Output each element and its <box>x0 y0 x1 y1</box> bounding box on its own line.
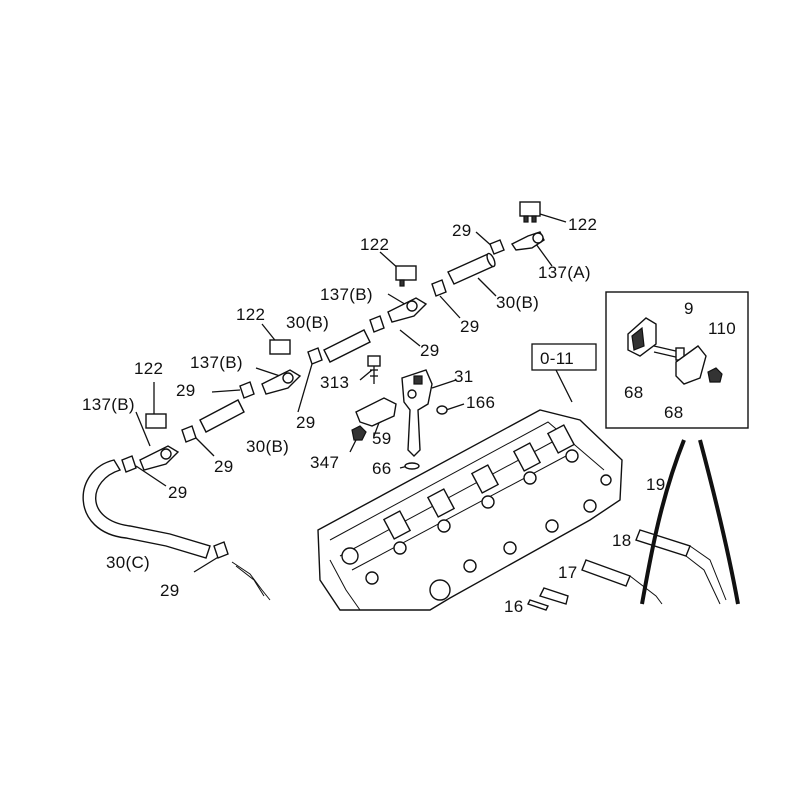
hose-30c <box>82 459 211 559</box>
label-313: 313 <box>320 373 349 392</box>
label-137b-b: 137(B) <box>190 353 243 372</box>
label-347: 347 <box>310 453 339 472</box>
bolt-18 <box>581 559 631 587</box>
label-68-a: 68 <box>624 383 644 402</box>
label-59: 59 <box>372 429 392 448</box>
bolt-19 <box>635 529 691 557</box>
label-110: 110 <box>708 319 736 338</box>
label-137b-c: 137(B) <box>82 395 135 414</box>
nut-347 <box>351 425 367 441</box>
label-29-b: 29 <box>460 317 480 336</box>
label-122-b: 122 <box>360 235 389 254</box>
label-29-f: 29 <box>214 457 234 476</box>
label-17: 17 <box>558 563 578 582</box>
hose-30b-b <box>323 329 371 363</box>
label-122-a: 122 <box>568 215 597 234</box>
label-29-a: 29 <box>452 221 472 240</box>
clamp-59 <box>355 397 397 427</box>
clip-29-f <box>181 425 197 443</box>
nut-110 <box>707 367 723 383</box>
label-16: 16 <box>504 597 524 616</box>
label-9: 9 <box>684 299 694 318</box>
label-30b-b: 30(B) <box>286 313 329 332</box>
label-30c: 30(C) <box>106 553 150 572</box>
bolt-17 <box>539 587 569 605</box>
label-29-h: 29 <box>160 581 180 600</box>
detail-inset <box>605 291 749 429</box>
connector-122-c <box>269 339 291 355</box>
hose-30b-c <box>199 399 245 433</box>
clip-29-c <box>369 315 385 333</box>
label-68-b: 68 <box>664 403 684 422</box>
clip-29-e <box>239 381 255 399</box>
label-31: 31 <box>454 367 474 386</box>
label-0-11: 0-11 <box>540 349 574 368</box>
head-bolts <box>527 529 727 611</box>
seal-166 <box>436 405 448 415</box>
washer-66 <box>404 462 420 470</box>
label-29-d: 29 <box>296 413 316 432</box>
connector-122-b <box>395 265 417 281</box>
label-18: 18 <box>612 531 632 550</box>
label-122-d: 122 <box>134 359 163 378</box>
label-30b-a: 30(B) <box>496 293 539 312</box>
clip-29-a <box>489 239 505 255</box>
callout-labels: 122 29 137(A) 30(B) 122 137(B) 29 30(B) … <box>82 215 736 616</box>
joint-137b-c <box>139 445 180 471</box>
inset-pointer <box>640 439 686 605</box>
label-29-g: 29 <box>168 483 188 502</box>
label-19: 19 <box>646 475 666 494</box>
label-29-e: 29 <box>176 381 196 400</box>
cylinder-head <box>317 409 623 611</box>
joint-137b-a <box>387 297 428 323</box>
leak-off-connectors <box>82 201 545 601</box>
bolt-16 <box>527 599 549 611</box>
connector-122-d <box>145 413 167 429</box>
joint-137b-b <box>261 369 302 395</box>
label-137a: 137(A) <box>538 263 591 282</box>
injector-assembly <box>351 355 448 470</box>
label-30b-c: 30(B) <box>246 437 289 456</box>
label-66: 66 <box>372 459 392 478</box>
label-122-c: 122 <box>236 305 265 324</box>
ref-box-0-11 <box>531 343 597 371</box>
label-29-c: 29 <box>420 341 440 360</box>
label-166: 166 <box>466 393 495 412</box>
clip-29-d <box>307 347 323 365</box>
connector-122-a <box>519 201 541 217</box>
clip-29-g <box>121 455 137 473</box>
label-137b-a: 137(B) <box>320 285 373 304</box>
clip-29-h <box>213 541 229 559</box>
clip-29-b <box>431 279 447 297</box>
bracket-68-b <box>675 345 707 385</box>
bolt-313 <box>367 355 381 367</box>
